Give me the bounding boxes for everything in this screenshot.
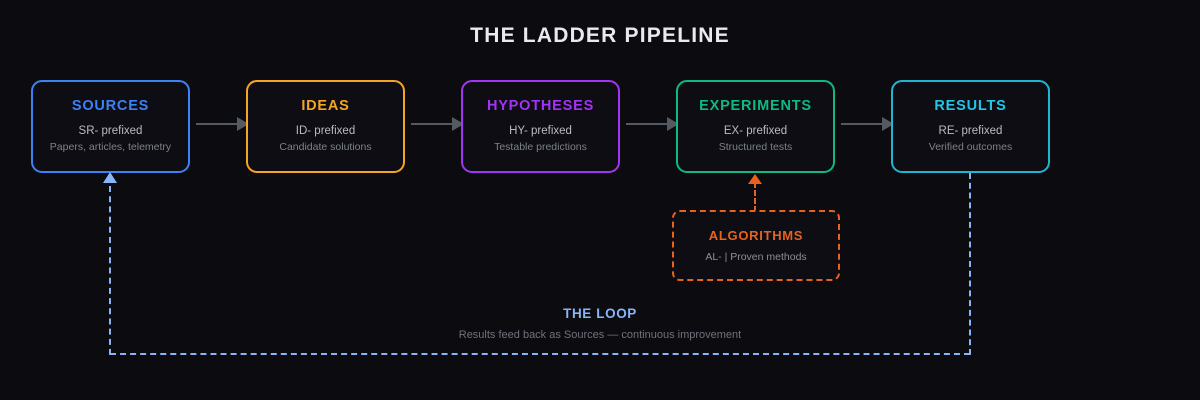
dashed-connector-line [754,182,756,212]
arrow-right-icon-experiments-to-results [841,117,896,131]
stage-title-sources: SOURCES [71,98,150,115]
loop-label-group: THE LOOP Results feed back as Sources — … [0,306,1200,341]
arrow-up-icon-algorithms-to-experiments [748,174,762,212]
algorithms-node[interactable]: ALGORITHMS AL- | Proven methods [672,210,840,281]
stage-prefix-hypotheses: HY- prefixed [509,125,572,138]
stage-node-sources[interactable]: SOURCES SR- prefixed Papers, articles, t… [31,80,190,173]
arrow-right-icon-hypotheses-to-experiments [626,117,681,131]
loop-line-bottom [110,353,970,355]
stage-prefix-ideas: ID- prefixed [295,125,356,138]
stage-desc-ideas: Candidate solutions [279,140,372,153]
arrow-head-up-loop-to-sources [103,172,117,183]
stage-node-hypotheses[interactable]: HYPOTHESES HY- prefixed Testable predict… [461,80,620,173]
stage-desc-sources: Papers, articles, telemetry [49,140,172,153]
arrow-shaft [841,123,883,125]
stage-title-hypotheses: HYPOTHESES [486,98,595,115]
stage-node-ideas[interactable]: IDEAS ID- prefixed Candidate solutions [246,80,405,173]
stage-desc-results: Verified outcomes [928,140,1013,153]
stage-desc-experiments: Structured tests [718,140,793,153]
stage-title-experiments: EXPERIMENTS [699,98,812,115]
stage-node-experiments[interactable]: EXPERIMENTS EX- prefixed Structured test… [676,80,835,173]
arrow-shaft [411,123,453,125]
arrow-right-icon-ideas-to-hypotheses [411,117,466,131]
stage-prefix-experiments: EX- prefixed [723,125,788,138]
stage-prefix-sources: SR- prefixed [78,125,143,138]
stage-node-results[interactable]: RESULTS RE- prefixed Verified outcomes [891,80,1050,173]
stage-desc-hypotheses: Testable predictions [494,140,587,153]
stage-title-results: RESULTS [934,98,1007,115]
algorithms-subtitle: AL- | Proven methods [705,251,807,263]
loop-description: Results feed back as Sources — continuou… [458,329,742,341]
loop-line-right [969,173,971,355]
page-title: THE LADDER PIPELINE [470,24,730,47]
arrow-head-up [748,174,762,184]
loop-line-left [109,186,111,355]
algorithms-title: ALGORITHMS [708,228,804,243]
arrow-right-icon-sources-to-ideas [196,117,251,131]
stage-prefix-results: RE- prefixed [938,125,1003,138]
loop-title: THE LOOP [563,306,637,321]
stage-title-ideas: IDEAS [301,98,350,115]
arrow-shaft [626,123,668,125]
arrow-shaft [196,123,238,125]
